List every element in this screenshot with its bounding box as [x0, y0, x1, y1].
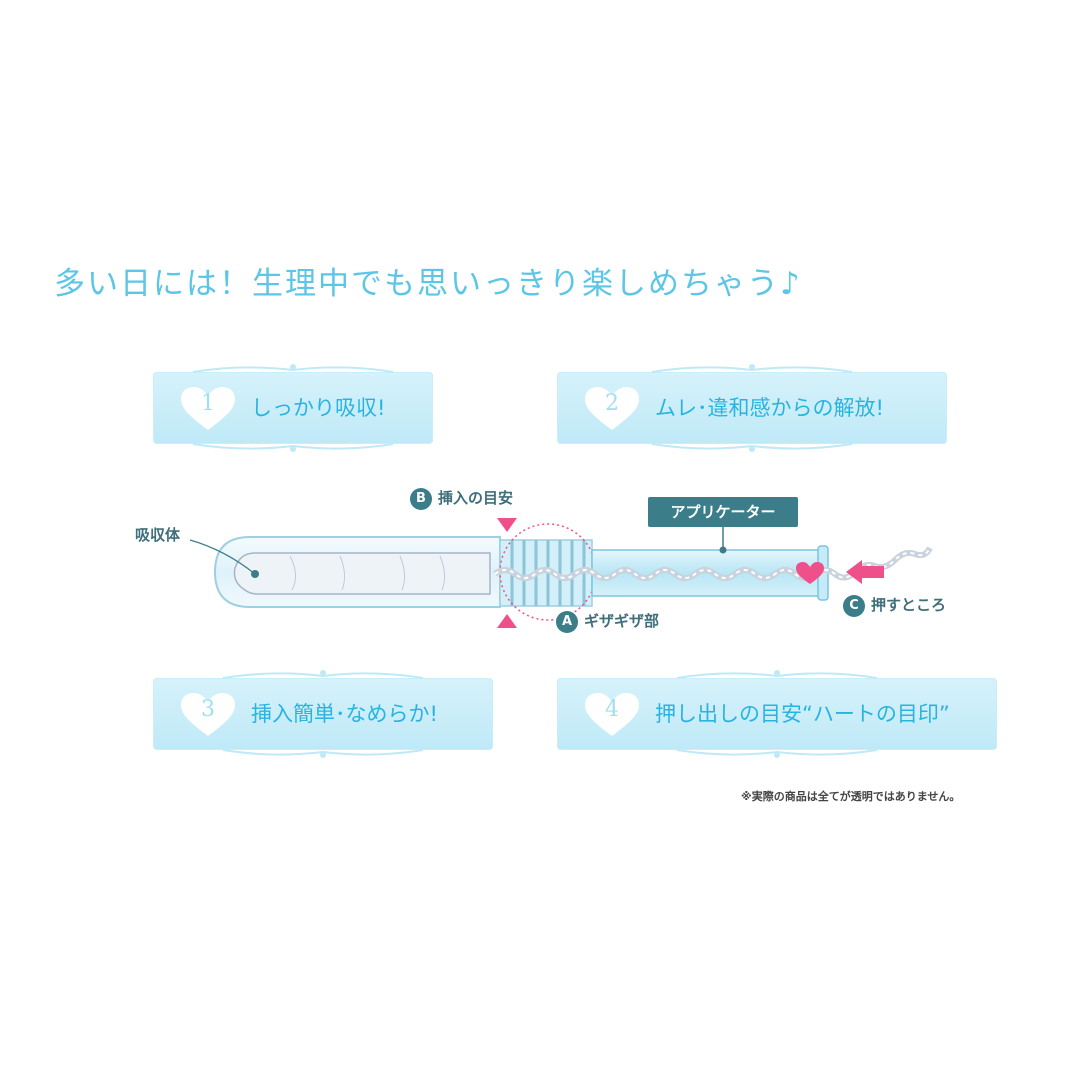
- ornament-icon: [676, 670, 878, 679]
- push-arrow-icon: [846, 560, 884, 584]
- absorbent-body: [233, 552, 491, 595]
- feature-label: しっかり吸収!: [251, 396, 386, 420]
- ornament-icon: [222, 670, 424, 679]
- feature-card-3: 3 挿入簡単･なめらか!: [153, 670, 493, 758]
- callout-c: C 押すところ: [843, 594, 946, 617]
- callout-c-label: 押すところ: [871, 596, 947, 614]
- headline: 多い日には！生理中でも思いっきり楽しめちゃう♪: [54, 266, 802, 302]
- feature-number: 2: [605, 391, 619, 416]
- feature-card-4: 4 押し出しの目安“ハートの目印”: [557, 670, 997, 758]
- insertion-mark-bottom-icon: [497, 614, 517, 628]
- ornament-icon: [222, 749, 424, 758]
- ornament-icon: [676, 749, 878, 758]
- ornament-icon: [192, 364, 394, 373]
- feature-number: 3: [201, 697, 215, 722]
- ornament-icon: [192, 443, 394, 452]
- footnote: ※実際の商品は全てが透明ではありません。: [741, 790, 961, 803]
- absorbent-label: 吸収体: [135, 526, 181, 544]
- heart-icon: 4: [583, 692, 641, 738]
- feature-card-1: 1 しっかり吸収!: [153, 364, 433, 452]
- heart-icon: 2: [583, 386, 641, 432]
- heart-icon: 1: [179, 386, 237, 432]
- ornament-icon: [651, 364, 853, 373]
- badge-b: B: [410, 487, 432, 510]
- applicator-label: アプリケーター: [648, 497, 798, 527]
- callout-b-label: 挿入の目安: [438, 489, 514, 507]
- absorbent-leader-line: [189, 539, 256, 575]
- feature-card-2: 2 ムレ･違和感からの解放!: [557, 364, 947, 452]
- insertion-mark-top-icon: [497, 518, 517, 532]
- ornament-icon: [651, 443, 853, 452]
- feature-label: ムレ･違和感からの解放!: [655, 396, 884, 420]
- callout-b: B 挿入の目安: [410, 487, 513, 510]
- heart-icon: 3: [179, 692, 237, 738]
- badge-a: A: [556, 610, 578, 633]
- callout-a-label: ギザギザ部: [584, 612, 660, 630]
- feature-label: 挿入簡単･なめらか!: [251, 702, 438, 726]
- callout-a: A ギザギザ部: [556, 610, 659, 633]
- feature-number: 1: [201, 391, 215, 416]
- badge-c: C: [843, 594, 865, 617]
- feature-label: 押し出しの目安“ハートの目印”: [655, 702, 950, 726]
- heart-marker-icon: [796, 562, 824, 584]
- feature-number: 4: [605, 697, 619, 722]
